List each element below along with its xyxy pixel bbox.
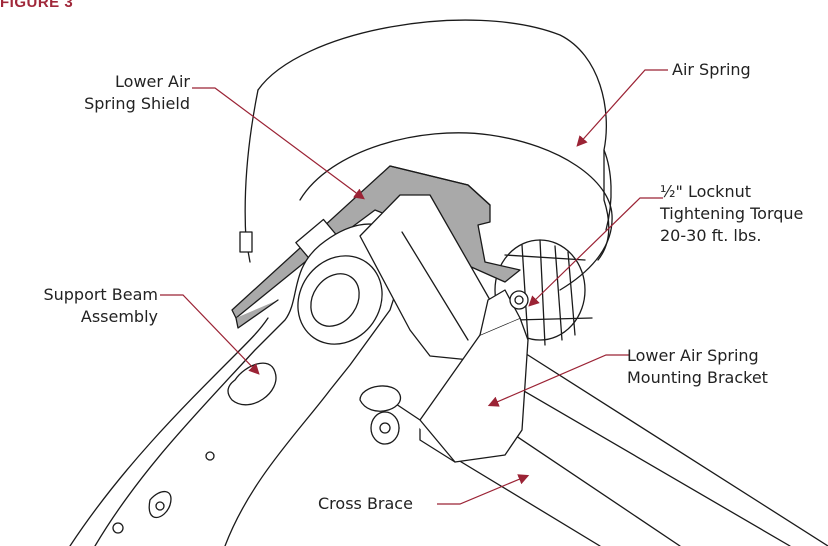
leader-lower-air-spring-shield — [192, 87, 365, 200]
label-support-beam-assembly: Support Beam Assembly — [43, 285, 158, 326]
leader-support-beam — [160, 294, 260, 375]
label-lower-air-spring-shield: Lower Air Spring Shield — [84, 72, 190, 113]
label-locknut: ½" Locknut Tightening Torque 20-30 ft. l… — [660, 182, 804, 245]
label-air-spring: Air Spring — [672, 60, 751, 79]
leader-locknut — [528, 197, 663, 307]
lower-air-spring-mounting-bracket — [359, 289, 529, 463]
support-beam-assembly — [69, 223, 404, 546]
leader-lower-bracket — [487, 354, 630, 407]
lower-bushing — [370, 411, 400, 445]
leader-cross-brace — [437, 474, 530, 505]
figure-label: FIGURE 3 — [0, 0, 74, 11]
label-cross-brace: Cross Brace — [318, 494, 413, 513]
leader-air-spring — [576, 69, 668, 147]
lower-air-spring-shield — [231, 165, 521, 329]
label-lower-air-spring-mounting-bracket: Lower Air Spring Mounting Bracket — [627, 346, 768, 387]
